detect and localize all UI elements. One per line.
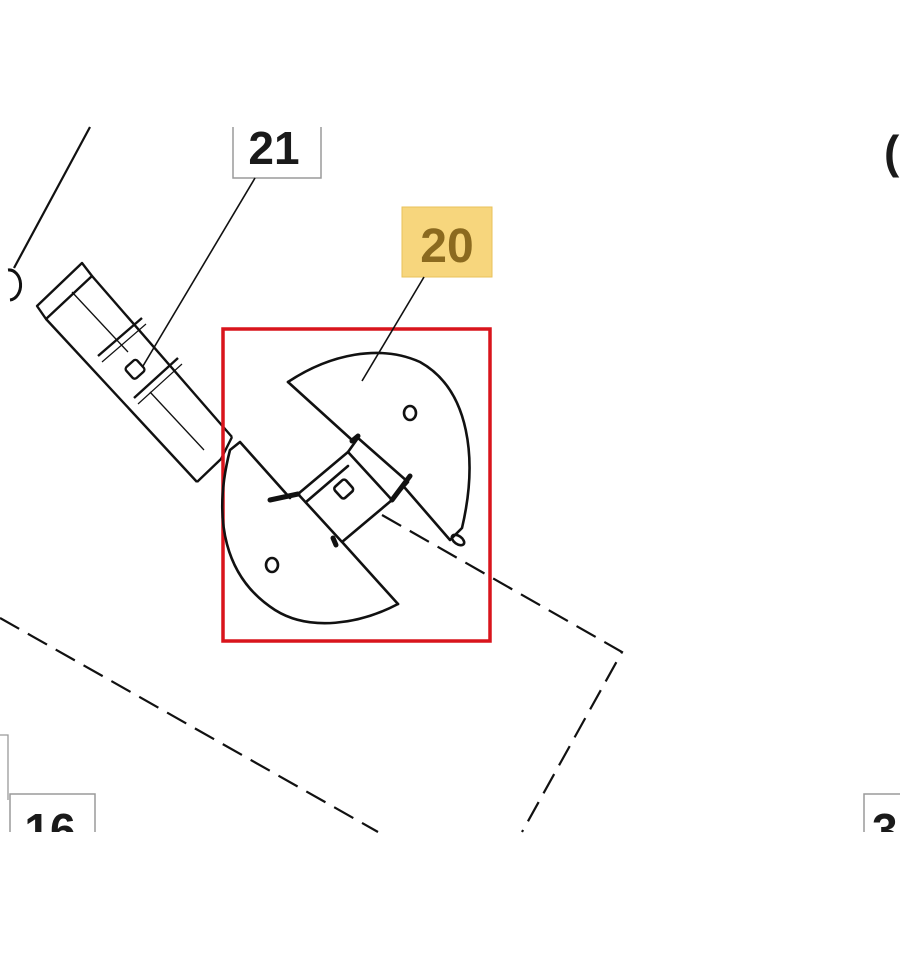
part-21-shaft[interactable] (35, 261, 234, 483)
callout-21-label: 21 (248, 122, 299, 174)
selection-box[interactable] (221, 327, 492, 643)
callout-20-highlight (401, 206, 493, 278)
bottom-blank-area (0, 833, 900, 962)
part-20-paddle[interactable] (221, 351, 471, 625)
assembly-guide-lines (0, 514, 624, 833)
callout-20-label: 20 (420, 220, 473, 273)
callout-3[interactable]: 3 (863, 793, 900, 856)
callout-16-label: 16 (24, 804, 75, 856)
callout-20[interactable]: 20 (361, 206, 493, 382)
callout-16[interactable]: 16 (0, 734, 96, 856)
callout-21[interactable]: 21 (142, 122, 322, 367)
callout-3-label: 3 (872, 804, 898, 856)
leader-top-left (7, 126, 91, 302)
edge-mark-right-label: ( (884, 126, 900, 178)
edge-mark-right: ( (884, 126, 900, 178)
